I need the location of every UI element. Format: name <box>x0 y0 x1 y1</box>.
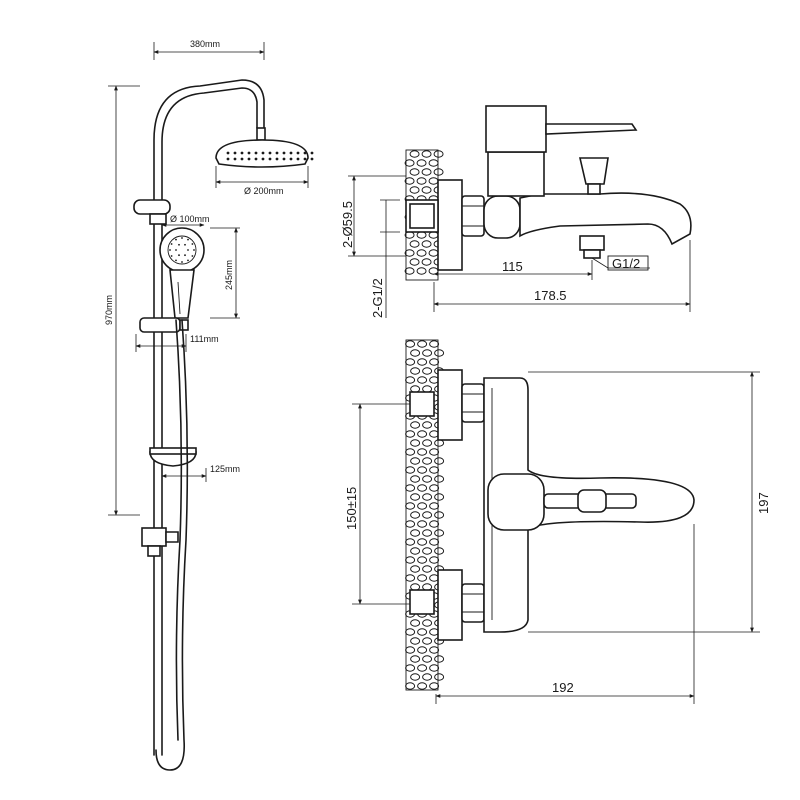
dim-center-distance: 150±15 <box>344 487 359 530</box>
dim-pipe-diameter: 2-Ø59.5 <box>340 201 355 248</box>
shower-set-drawing <box>133 79 314 771</box>
dim-total-height: 970mm <box>104 295 114 325</box>
dim-inlet-thread: 2-G1/2 <box>370 278 385 318</box>
dim-spout-reach: 115 <box>502 259 523 274</box>
mixer-side-dimensions: 2-Ø59.5 2-G1/2 G1/2 115 178.5 <box>340 175 691 318</box>
dim-front-width: 192 <box>552 680 574 695</box>
dim-outlet-thread: G1/2 <box>612 256 640 271</box>
dim-total-depth: 178.5 <box>534 288 567 303</box>
mixer-front-view <box>405 339 695 691</box>
dim-front-height: 197 <box>756 492 771 514</box>
dim-380mm: 380mm <box>190 39 220 49</box>
dim-hand-length: 245mm <box>224 260 234 290</box>
rain-head <box>215 139 314 168</box>
hand-shower <box>159 227 205 319</box>
mixer-side-view <box>404 105 692 281</box>
dim-hand-diameter: Ø 100mm <box>170 214 210 224</box>
dim-holder-offset: 111mm <box>190 334 219 344</box>
mixer-front-dimensions: 150±15 197 192 <box>344 371 771 704</box>
shower-dimensions: 380mm Ø 200mm Ø 100mm 245mm 970mm 111mm … <box>104 39 309 516</box>
dim-dish-offset: 125mm <box>210 464 240 474</box>
dim-head-diameter: Ø 200mm <box>244 186 284 196</box>
